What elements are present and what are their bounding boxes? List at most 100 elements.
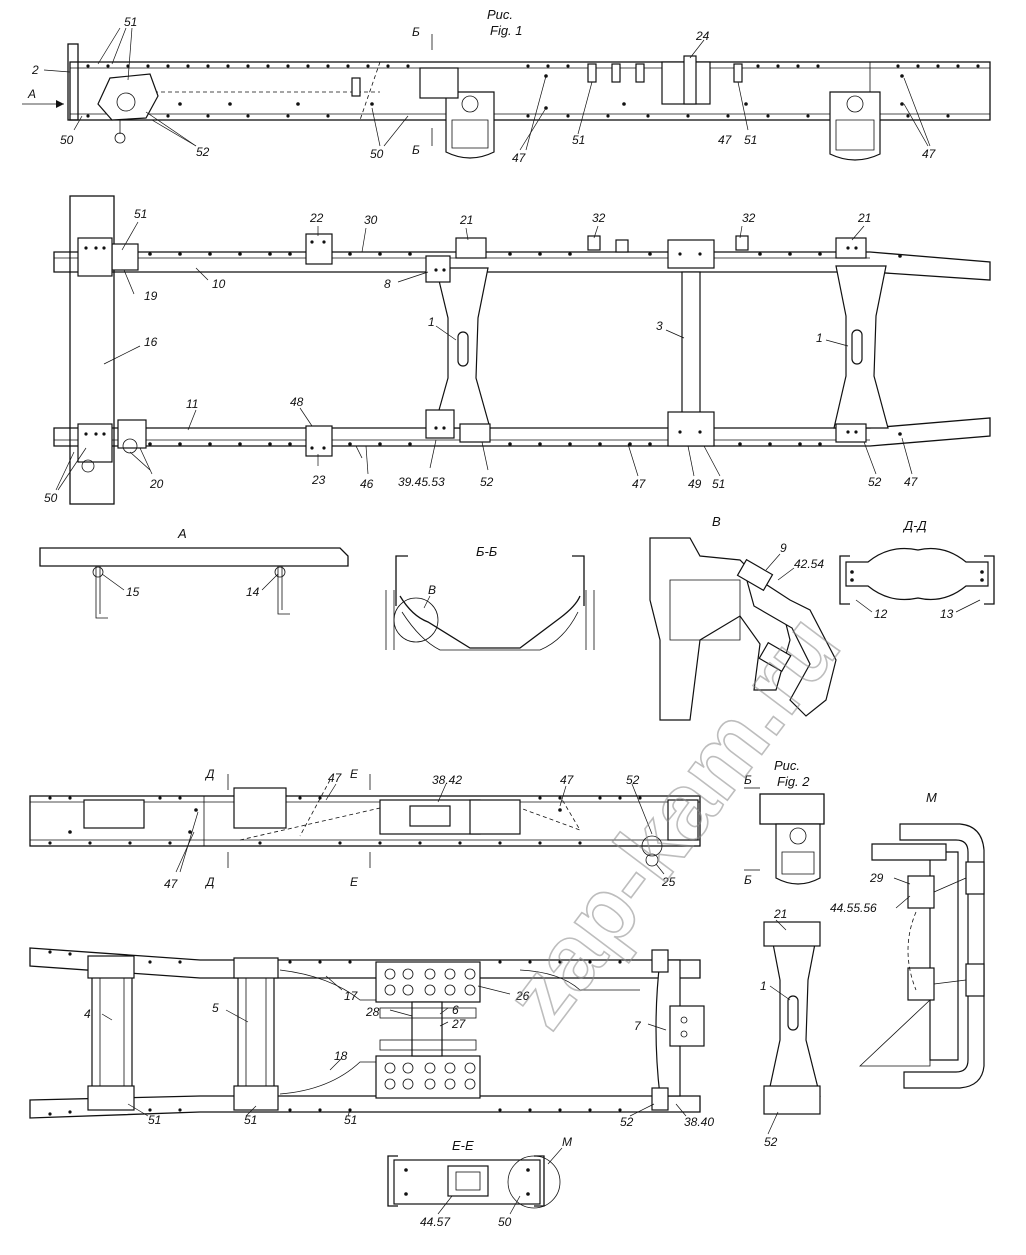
arrow-a-label: А bbox=[27, 87, 36, 101]
svg-text:26: 26 bbox=[515, 989, 530, 1003]
svg-text:46: 46 bbox=[360, 477, 374, 491]
svg-text:50: 50 bbox=[60, 133, 74, 147]
svg-text:1: 1 bbox=[428, 315, 435, 329]
fig2-title-en: Fig. 2 bbox=[777, 774, 810, 789]
section-mark-b-top: Б bbox=[412, 25, 420, 39]
svg-text:4: 4 bbox=[84, 1007, 91, 1021]
svg-text:47: 47 bbox=[512, 151, 527, 165]
svg-text:52: 52 bbox=[480, 475, 494, 489]
plan-view-top-callouts: 51 22 30 21 32 32 21 19 10 8 1 3 1 16 11… bbox=[44, 207, 919, 505]
svg-text:51: 51 bbox=[124, 15, 137, 29]
view-b-b: Б-Б В bbox=[385, 544, 595, 651]
svg-text:51: 51 bbox=[712, 477, 725, 491]
svg-text:38.40: 38.40 bbox=[684, 1115, 714, 1129]
svg-text:12: 12 bbox=[874, 607, 888, 621]
view-bb-title: Б-Б bbox=[476, 544, 498, 559]
section-mark-e-top: Е bbox=[350, 767, 359, 781]
view-m: М 29 44.55.56 bbox=[830, 790, 985, 1089]
plan-view-top bbox=[53, 195, 991, 505]
view-m-title: М bbox=[926, 790, 937, 805]
section-mark-d-bottom: Д bbox=[204, 875, 215, 889]
svg-text:7: 7 bbox=[634, 1019, 642, 1033]
svg-text:27: 27 bbox=[451, 1017, 467, 1031]
svg-text:23: 23 bbox=[311, 473, 326, 487]
svg-text:10: 10 bbox=[212, 277, 226, 291]
svg-text:51: 51 bbox=[344, 1113, 357, 1127]
view-dd-title: Д-Д bbox=[902, 518, 927, 533]
svg-text:50: 50 bbox=[44, 491, 58, 505]
svg-text:5: 5 bbox=[212, 1001, 219, 1015]
plan-view-bottom bbox=[29, 947, 705, 1119]
svg-text:18: 18 bbox=[334, 1049, 348, 1063]
fig2-section-b-bottom: Б bbox=[744, 873, 752, 887]
view-a: А 15 14 bbox=[39, 526, 349, 619]
svg-text:38.42: 38.42 bbox=[432, 773, 462, 787]
svg-text:51: 51 bbox=[134, 207, 147, 221]
view-a-title: А bbox=[177, 526, 187, 541]
svg-text:47: 47 bbox=[922, 147, 937, 161]
svg-text:19: 19 bbox=[144, 289, 158, 303]
svg-text:52: 52 bbox=[626, 773, 640, 787]
svg-text:44.55.56: 44.55.56 bbox=[830, 901, 877, 915]
svg-text:32: 32 bbox=[742, 211, 756, 225]
svg-text:21: 21 bbox=[459, 213, 473, 227]
svg-text:14: 14 bbox=[246, 585, 260, 599]
svg-text:47: 47 bbox=[560, 773, 575, 787]
svg-text:47: 47 bbox=[164, 877, 179, 891]
section-mark-d-top: Д bbox=[204, 767, 215, 781]
svg-text:6: 6 bbox=[452, 1003, 459, 1017]
svg-text:30: 30 bbox=[364, 213, 378, 227]
plan-view-bottom-callouts: 17 28 6 27 26 4 5 7 18 51 51 51 52 38.40 bbox=[84, 989, 714, 1129]
svg-text:50: 50 bbox=[498, 1215, 512, 1229]
svg-text:51: 51 bbox=[744, 133, 757, 147]
section-mark-b-bottom: Б bbox=[412, 143, 420, 157]
svg-text:1: 1 bbox=[816, 331, 823, 345]
svg-text:52: 52 bbox=[764, 1135, 778, 1149]
svg-text:24: 24 bbox=[695, 29, 710, 43]
svg-text:28: 28 bbox=[365, 1005, 380, 1019]
side-view-bottom: Д Д Е Е bbox=[29, 767, 701, 889]
view-d-d: Д-Д 12 13 bbox=[839, 518, 995, 621]
svg-text:16: 16 bbox=[144, 335, 158, 349]
svg-text:20: 20 bbox=[149, 477, 164, 491]
svg-text:47: 47 bbox=[904, 475, 919, 489]
svg-text:1: 1 bbox=[760, 979, 767, 993]
svg-text:25: 25 bbox=[661, 875, 676, 889]
svg-text:21: 21 bbox=[773, 907, 787, 921]
svg-text:48: 48 bbox=[290, 395, 304, 409]
side-view-top: Б Б А bbox=[22, 25, 991, 161]
svg-text:8: 8 bbox=[384, 277, 391, 291]
fig1-title-ru: Рис. bbox=[487, 7, 513, 22]
svg-text:21: 21 bbox=[857, 211, 871, 225]
view-v: В 9 42.54 bbox=[649, 514, 837, 721]
svg-text:11: 11 bbox=[186, 397, 198, 411]
svg-text:47: 47 bbox=[328, 771, 343, 785]
fig1-title-en: Fig. 1 bbox=[490, 23, 523, 38]
side-view-bottom-callouts: 47 38.42 47 52 47 25 bbox=[164, 771, 676, 891]
svg-text:52: 52 bbox=[620, 1115, 634, 1129]
svg-text:49: 49 bbox=[688, 477, 702, 491]
section-mark-e-bottom: Е bbox=[350, 875, 359, 889]
svg-text:3: 3 bbox=[656, 319, 663, 333]
svg-text:9: 9 bbox=[780, 541, 787, 555]
fig2: Б Б 21 1 52 bbox=[744, 773, 825, 1149]
svg-text:17: 17 bbox=[344, 989, 359, 1003]
svg-text:52: 52 bbox=[196, 145, 210, 159]
view-v-title: В bbox=[712, 514, 721, 529]
side-view-top-callouts: 51 2 50 52 50 47 51 24 47 51 47 bbox=[31, 15, 937, 165]
svg-text:15: 15 bbox=[126, 585, 140, 599]
svg-text:39.45.53: 39.45.53 bbox=[398, 475, 445, 489]
fig2-section-b-top: Б bbox=[744, 773, 752, 787]
view-ee-title: Е-Е bbox=[452, 1138, 474, 1153]
svg-text:47: 47 bbox=[632, 477, 647, 491]
svg-text:51: 51 bbox=[244, 1113, 257, 1127]
svg-text:47: 47 bbox=[718, 133, 733, 147]
svg-text:22: 22 bbox=[309, 211, 324, 225]
svg-text:50: 50 bbox=[370, 147, 384, 161]
view-ee-m-mark: М bbox=[562, 1135, 572, 1149]
view-e-e: Е-Е М 44.57 50 bbox=[387, 1135, 572, 1229]
svg-text:51: 51 bbox=[148, 1113, 161, 1127]
svg-text:В: В bbox=[428, 583, 436, 597]
